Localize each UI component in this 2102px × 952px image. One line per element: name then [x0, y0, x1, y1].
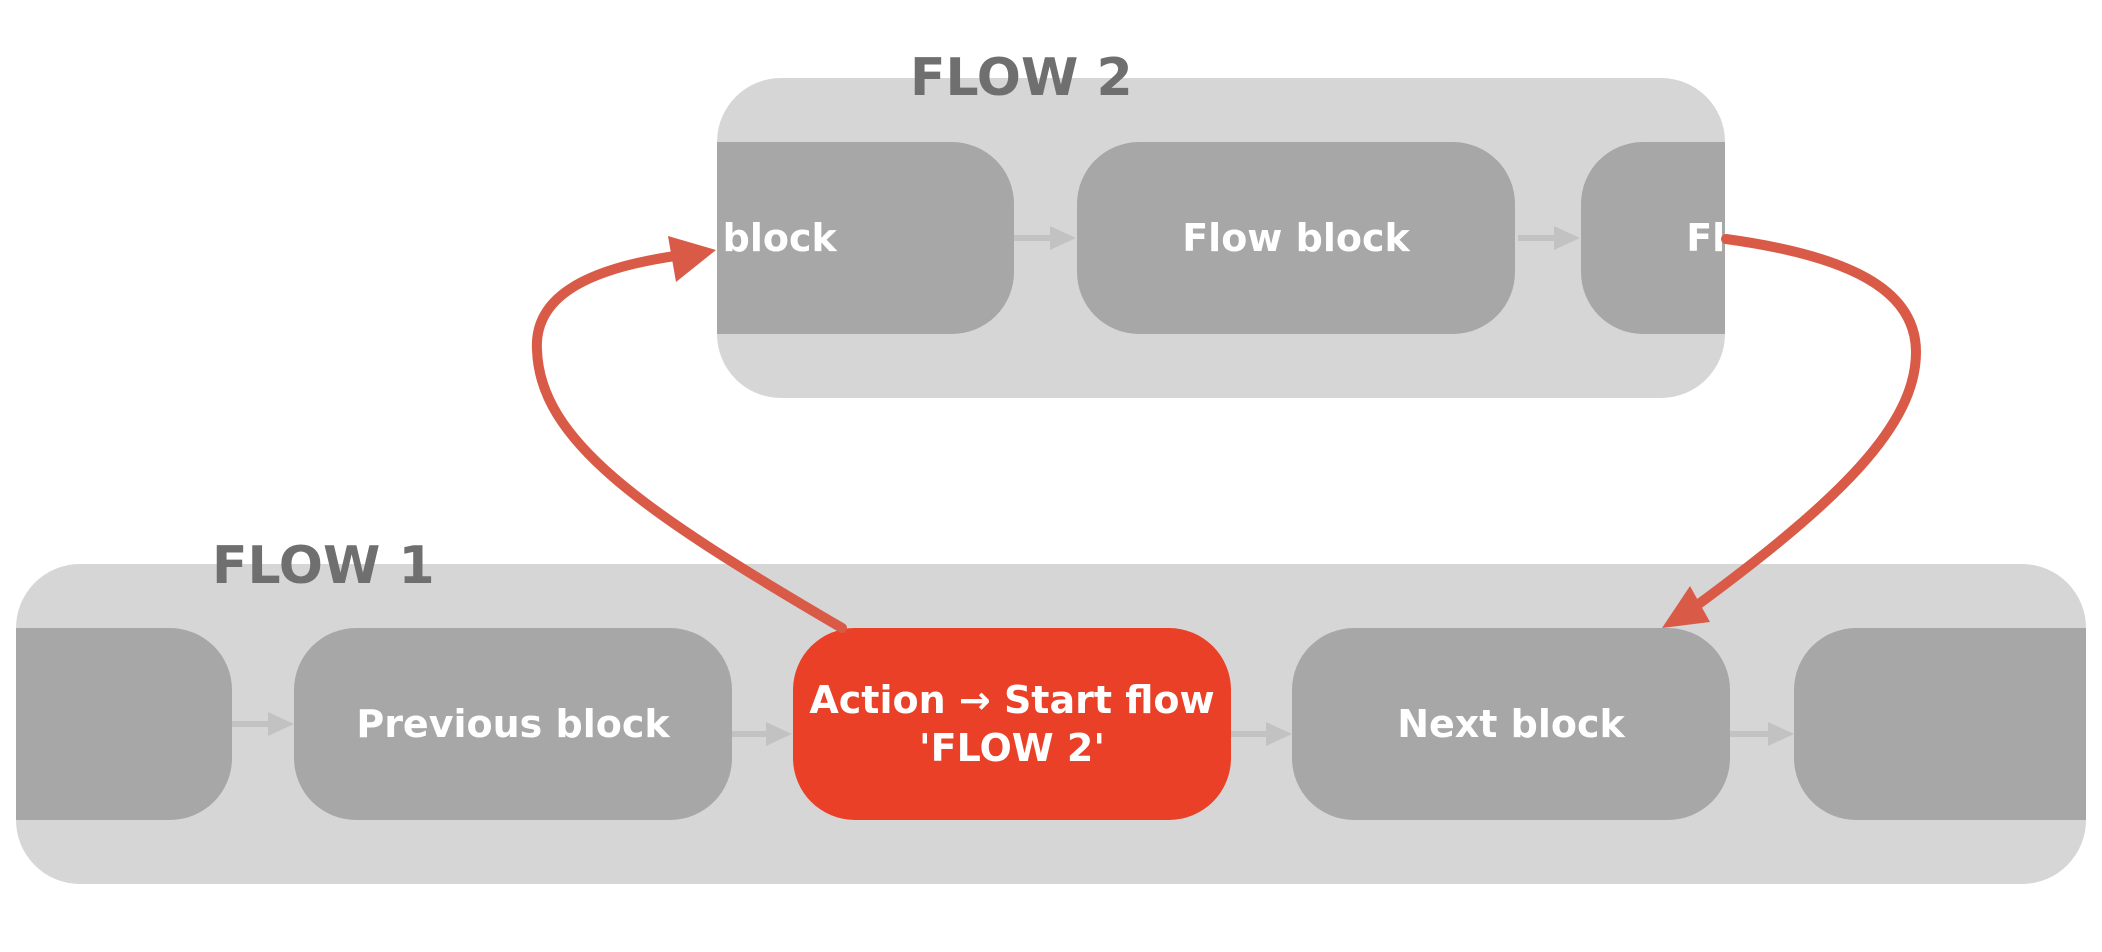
flow1-connector-first-previous-head [268, 712, 294, 736]
action-label-line2: 'FLOW 2' [919, 726, 1105, 770]
flow2-block-2[interactable]: Flow block [1077, 142, 1515, 334]
return-arrow-to-next-block-head [1662, 586, 1710, 628]
flow1-container: Previous block Action → Start flow 'FLOW… [16, 564, 2086, 884]
flow1-block-first[interactable] [16, 628, 232, 820]
flow1-next-block-label: Next block [1397, 702, 1625, 746]
flow2-block-2-label: Flow block [1182, 216, 1410, 260]
flow1-block-last[interactable] [1794, 628, 2086, 820]
flow2-block-1-label: Flow block [717, 216, 837, 260]
flow2-block-3[interactable]: Flow block [1581, 142, 1725, 334]
flow1-previous-block[interactable]: Previous block [294, 628, 732, 820]
flow2-connector-1-2-head [1050, 226, 1076, 250]
flow1-connector-next-last-head [1768, 722, 1794, 746]
flow2-title: FLOW 2 [910, 48, 1133, 108]
return-arrow-to-next-block [1691, 234, 1922, 611]
flow1-connector-previous-action-head [766, 722, 792, 746]
flow2-connector-2-3-head [1554, 226, 1580, 250]
flow2-block-1[interactable]: Flow block [717, 142, 1014, 334]
flow1-action-start-flow-block[interactable]: Action → Start flow 'FLOW 2' [793, 628, 1231, 820]
jump-arrow-to-flow2 [531, 251, 847, 633]
connector-arrows [232, 226, 1794, 746]
flow1-title: FLOW 1 [212, 536, 435, 596]
flow1-next-block[interactable]: Next block [1292, 628, 1730, 820]
flow1-previous-block-label: Previous block [356, 702, 670, 746]
jump-arrow-to-flow2-head [668, 236, 716, 282]
action-label-line1: Action → Start flow [809, 678, 1215, 722]
flow1-connector-action-next-head [1266, 722, 1292, 746]
flow2-block-3-label: Flow block [1686, 216, 1725, 260]
